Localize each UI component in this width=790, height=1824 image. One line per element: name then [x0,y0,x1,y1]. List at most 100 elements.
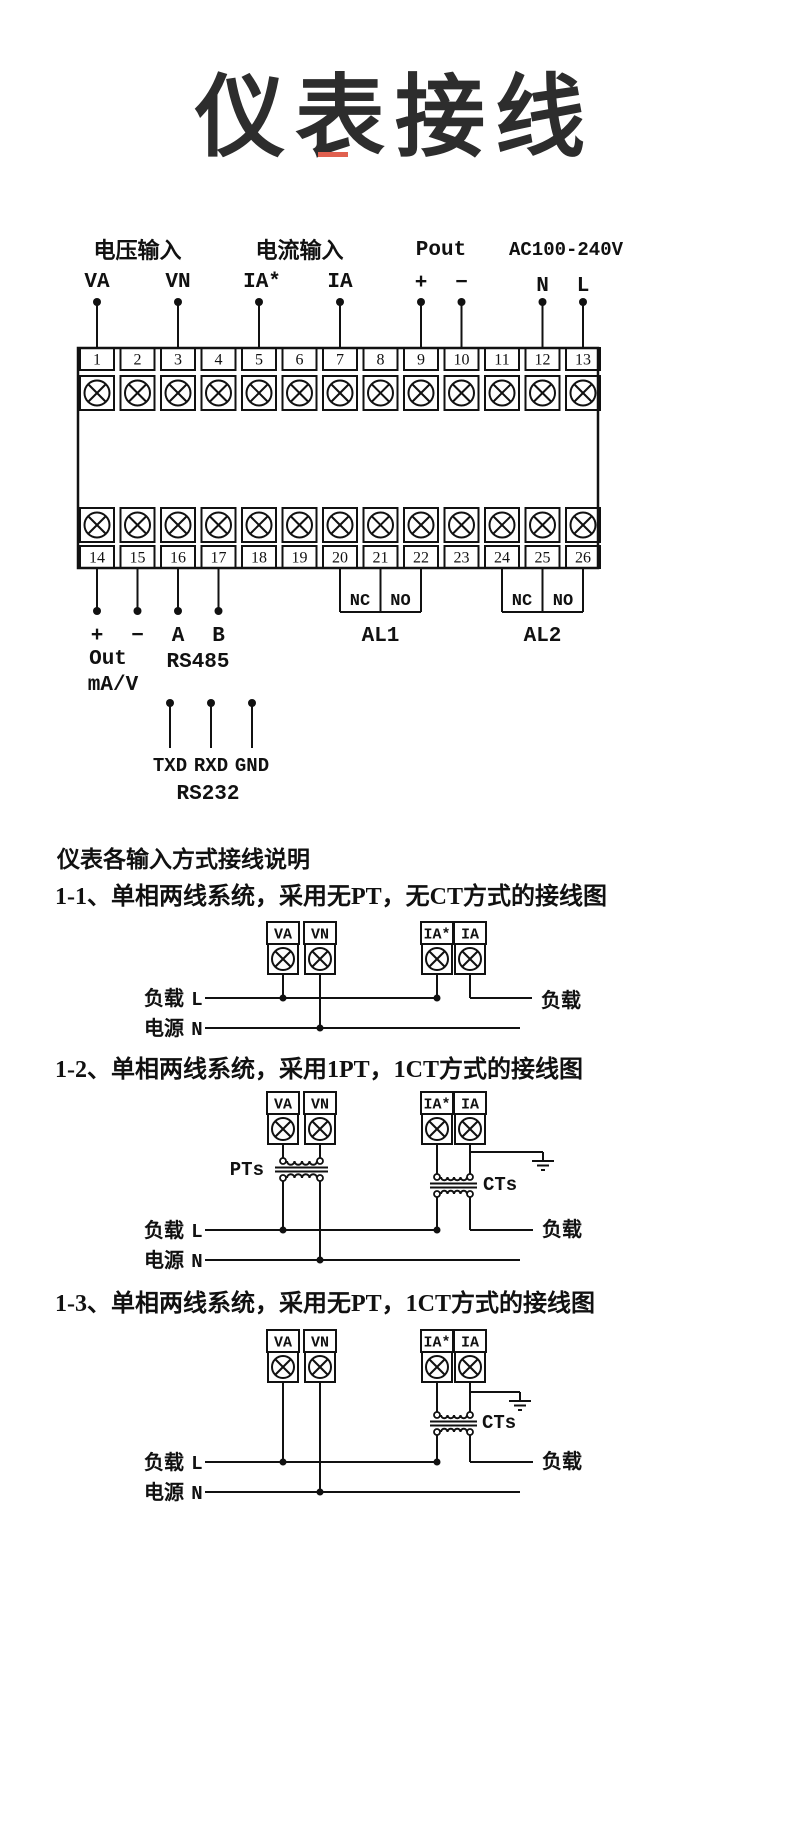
screw-terminal-icon [160,507,196,543]
terminal-va: VA [266,921,300,975]
screw-terminal-icon [322,375,358,411]
terminal-label: IA* [423,1335,450,1352]
terminal-label: VN [311,1097,329,1114]
top-wire-dots [93,298,587,306]
screw-terminal-icon [267,1351,299,1383]
screw-terminal-icon [565,375,601,411]
diagram-1-3-heading: 1-3、单相两线系统，采用无PT，1CT方式的接线图 [55,1291,595,1317]
rs485-label: RS485 [166,651,229,674]
screw-terminal-icon [267,1113,299,1145]
terminal-number: 2 [134,352,142,369]
screw-terminal-icon [79,507,115,543]
terminal-number: 16 [170,550,186,567]
terminal-ia-star: IA* [420,1329,454,1383]
screw-terminal-icon [362,507,399,543]
junction-dot [316,1024,324,1032]
terminal-number: 12 [535,352,551,369]
page-title: 仪表接线 [195,68,595,168]
screw-terminal-icon [200,375,237,411]
terminal-number: 23 [454,550,470,567]
terminal-number: 17 [211,550,227,567]
bottom-terminal-numbers: 14 15 16 17 18 19 20 21 22 23 24 25 26 [79,545,601,569]
screw-terminal-icon [484,375,520,411]
out-label: Out [89,648,127,671]
terminal-label: VA [274,927,292,944]
terminal-number: 24 [494,550,510,567]
load-right-label: 负载 [541,988,581,1012]
terminal-number: 18 [251,550,267,567]
rs232-gnd-label: GND [235,755,269,777]
power-l-label: L [577,275,590,298]
terminal-number: 10 [454,352,470,369]
rs232-rxd-label: RXD [194,755,228,777]
al1-label: AL1 [362,625,400,648]
screw-terminal-icon [484,507,520,543]
top-wires [96,305,584,348]
terminal-number: 25 [535,550,551,567]
rs232-wires [169,706,253,748]
screw-terminal-icon [421,943,453,975]
screw-terminal-icon [403,507,439,543]
screw-terminal-icon [322,507,358,543]
main-wiring-figure: 电压输入 VA VN 电流输入 IA* IA Pout + − AC100-24… [76,238,624,806]
rs232-wire-dots [166,699,256,707]
screw-terminal-icon [443,375,480,411]
ia-label: IA [327,271,353,294]
screw-terminal-icon [281,375,318,411]
al2-label: AL2 [524,625,562,648]
terminal-number: 22 [413,550,429,567]
terminal-ia: IA [453,921,487,975]
line-n-label: N [191,1251,202,1273]
diagram-1-3-figure: VA VN IA* IA CTs [144,1329,582,1505]
screw-terminal-icon [160,375,196,411]
pt-label: PTs [230,1159,264,1181]
diagram-1-1-figure: VA VN IA* IA 负载 L 电源 N 负载 [144,921,581,1041]
load-left-label: 负载 [144,986,184,1010]
junction-dot [433,1226,441,1234]
rs232-label: RS232 [176,783,239,806]
screw-terminal-icon [304,943,336,975]
screw-terminal-icon [443,507,480,543]
terminal-vn: VN [303,1329,337,1383]
current-input-label: 电流输入 [255,238,343,263]
screw-terminal-icon [304,1351,336,1383]
terminal-number: 11 [494,352,509,369]
power-n-label: N [536,275,549,298]
terminal-label: IA [461,927,479,944]
al1-nc-label: NC [350,592,370,611]
title-accent-dash [318,152,348,157]
diagram-1-2-figure: VA VN IA* IA PTs CTs [144,1091,582,1273]
terminal-number: 8 [377,352,385,369]
screw-terminal-icon [454,1351,486,1383]
al1-relay-wires [339,568,422,613]
pout-label: Pout [416,239,466,262]
diagram-1-1-heading: 1-1、单相两线系统，采用无PT，无CT方式的接线图 [55,884,607,910]
al2-no-label: NO [553,592,573,611]
rs485-b-label: B [212,625,225,648]
vn-label: VN [165,271,190,294]
wiring-lines [205,1144,533,1261]
terminal-va: VA [266,1329,300,1383]
junction-dot [279,1458,287,1466]
screw-terminal-icon [267,943,299,975]
terminal-number: 26 [575,550,591,567]
screw-terminal-icon [362,375,399,411]
pout-minus-label: − [455,272,468,295]
terminal-number: 21 [373,550,389,567]
junction-dot [433,994,441,1002]
diagram-1-2-heading: 1-2、单相两线系统，采用1PT，1CT方式的接线图 [55,1057,583,1083]
line-l-label: L [191,989,202,1011]
out-minus-label: − [131,625,144,648]
screw-terminal-icon [524,507,561,543]
ia-star-label: IA* [243,271,281,294]
terminal-number: 15 [130,550,146,567]
screw-terminal-icon [241,507,277,543]
screw-terminal-icon [200,507,237,543]
analog-output-wires [96,568,220,608]
top-screw-terminals [79,375,601,411]
ct-transformer-icon [430,1176,477,1195]
al1-no-label: NO [390,592,410,611]
line-n-label: N [191,1483,202,1505]
screw-terminal-icon [119,375,156,411]
load-right-label: 负载 [542,1449,582,1473]
